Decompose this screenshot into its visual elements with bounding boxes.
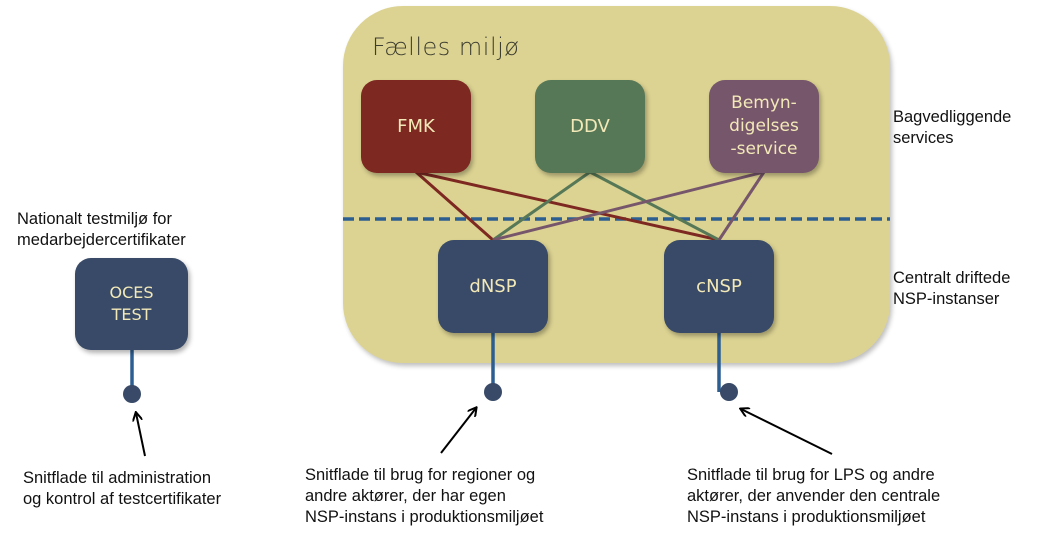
central-nsp-label: Centralt driftede NSP-instanser bbox=[893, 269, 1011, 308]
ddv-label: DDV bbox=[570, 115, 610, 137]
oces-interface-description: Snitflade til administration og kontrol … bbox=[23, 469, 222, 508]
cnsp-interface-description: Snitflade til brug for LPS og andre aktø… bbox=[687, 466, 941, 526]
dnsp-interface-description: Snitflade til brug for regioner og andre… bbox=[305, 466, 544, 526]
bemyndigelse-service-node: Bemyn- digelses -service bbox=[709, 80, 819, 173]
environment-title: Fælles miljø bbox=[372, 33, 520, 61]
backend-services-label: Bagvedliggende services bbox=[893, 108, 1012, 147]
cnsp-label: cNSP bbox=[696, 275, 742, 297]
oces-test-label: OCES TEST bbox=[109, 283, 154, 324]
arrow-oces bbox=[136, 413, 146, 457]
connection-bem-cnsp bbox=[717, 171, 766, 241]
ddv-service-node: DDV bbox=[535, 80, 645, 173]
fmk-label: FMK bbox=[397, 115, 435, 137]
arrow-dnsp bbox=[440, 408, 476, 454]
connection-fmk-dnsp bbox=[415, 170, 494, 242]
connection-fmk-cnsp bbox=[415, 170, 720, 242]
dnsp-label: dNSP bbox=[469, 275, 517, 297]
endpoint-dnsp bbox=[484, 383, 502, 401]
connection-ddv-dnsp bbox=[492, 170, 591, 242]
endpoint-oces bbox=[123, 385, 141, 403]
arrow-cnsp bbox=[741, 409, 833, 455]
cnsp-node: cNSP bbox=[664, 240, 774, 333]
endpoint-cnsp bbox=[720, 383, 738, 401]
test-env-label: Nationalt testmiljø for medarbejdercerti… bbox=[17, 210, 186, 249]
dnsp-node: dNSP bbox=[438, 240, 548, 333]
oces-test-node: OCES TEST bbox=[75, 258, 188, 350]
fmk-service-node: FMK bbox=[361, 80, 471, 173]
bemyndigelse-label: Bemyn- digelses -service bbox=[729, 93, 799, 159]
connection-bem-dnsp bbox=[492, 170, 765, 242]
connection-ddv-cnsp bbox=[589, 170, 720, 242]
